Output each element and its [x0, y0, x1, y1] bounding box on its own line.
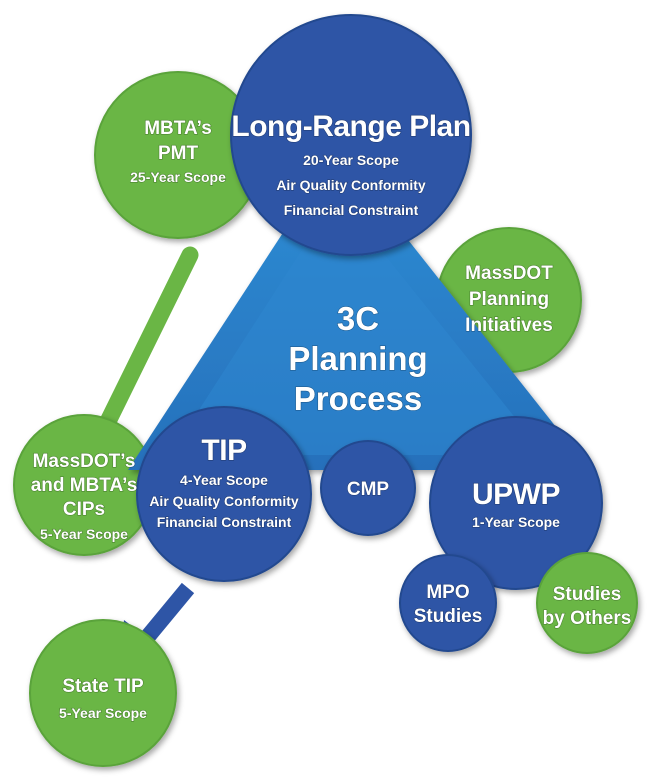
massdot-initiatives-line1: MassDOT — [465, 263, 553, 284]
upwp-circle — [429, 416, 603, 590]
studies-by-others-line1: Studies — [553, 584, 622, 605]
core-label-line1: 3C — [337, 300, 379, 337]
mpo-studies-circle — [399, 554, 497, 652]
cips-line3: CIPs — [63, 499, 105, 520]
state-tip-scope: 5-Year Scope — [59, 705, 147, 721]
mpo-studies-line1: MPO — [426, 582, 469, 603]
cmp-title: CMP — [347, 479, 390, 500]
long-range-plan-title: Long-Range Plan — [231, 110, 470, 143]
cips-scope: 5-Year Scope — [40, 526, 128, 542]
studies-by-others-line2: by Others — [543, 608, 632, 629]
tip-title: TIP — [201, 434, 246, 467]
cmp-circle — [320, 440, 416, 536]
tip-constraint: Financial Constraint — [157, 514, 292, 530]
mbta-pmt-line2: PMT — [158, 143, 199, 164]
core-label-line3: Process — [294, 380, 422, 417]
mbta-pmt-line1: MBTA’s — [144, 118, 212, 139]
state-tip-circle — [29, 619, 177, 767]
massdot-initiatives-line3: Initiatives — [465, 315, 553, 336]
tip-circle — [136, 406, 312, 582]
long-range-plan-scope: 20-Year Scope — [303, 152, 399, 168]
long-range-plan-constraint: Financial Constraint — [284, 202, 419, 218]
upwp-scope: 1-Year Scope — [472, 514, 560, 530]
state-tip-title: State TIP — [62, 676, 144, 697]
cips-line2: and MBTA’s — [31, 475, 138, 496]
studies-by-others-circle — [536, 552, 638, 654]
mbta-pmt-scope: 25-Year Scope — [130, 169, 226, 185]
mpo-studies-line2: Studies — [414, 606, 483, 627]
tip-scope: 4-Year Scope — [180, 472, 268, 488]
tip-conformity: Air Quality Conformity — [149, 493, 299, 509]
planning-triangle-inner — [170, 195, 545, 455]
cips-line1: MassDOT’s — [33, 451, 136, 472]
core-label-line2: Planning — [288, 340, 427, 377]
long-range-plan-circle — [230, 14, 472, 256]
long-range-plan-conformity: Air Quality Conformity — [276, 177, 426, 193]
massdot-initiatives-line2: Planning — [469, 289, 549, 310]
upwp-title: UPWP — [472, 478, 560, 511]
